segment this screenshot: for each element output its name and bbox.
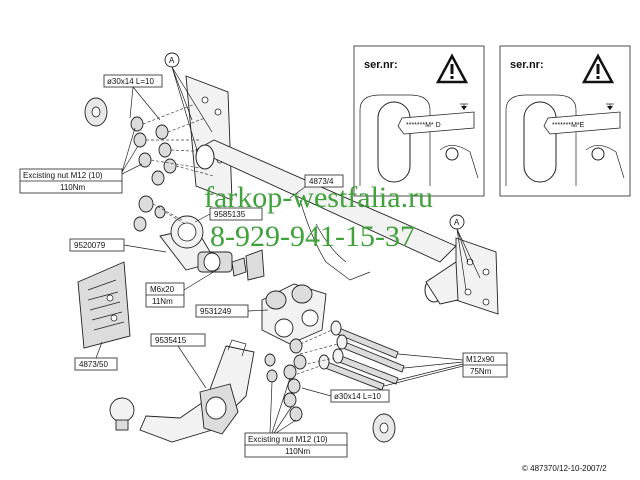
serial-title-e: ser.nr: <box>510 59 544 71</box>
serial-plate-e: *******M*E <box>543 111 621 135</box>
copyright-text: © 487370/12-10-2007/2 <box>522 464 607 473</box>
serial-plate-d: *******M* D <box>397 111 475 135</box>
nut-top-label-line1: Excisting nut M12 (10) <box>23 171 103 180</box>
part-4873-4-leader <box>289 186 306 199</box>
part-9531249-label: 9531249 <box>200 307 232 316</box>
part-9535415-leader <box>177 345 207 389</box>
part-9585135-leader <box>194 213 211 223</box>
washer-top-label: ø30x14 L=10 <box>107 77 154 86</box>
bolt-m6-label-line2: 11Nm <box>152 297 173 306</box>
part-4873-4-label-box <box>304 174 344 188</box>
callout-a-right-letter: A <box>454 218 460 227</box>
nut-top-label-line2: 110Nm <box>60 183 86 192</box>
nut-bottom-label-line2: 110Nm <box>285 447 311 456</box>
tow-ball-arm <box>109 339 255 443</box>
nut-bottom-leader <box>269 377 297 434</box>
m12-bolts <box>291 320 405 391</box>
warning-icon <box>435 53 469 84</box>
serial-panel-e: ser.nr: *******M*E <box>499 45 631 197</box>
bottom-nut-stack <box>264 338 307 422</box>
watermark-site: farkop-westfalia.ru <box>204 181 433 214</box>
part-9520079-label: 9520079 <box>74 241 106 250</box>
part-4873-4-label: 4873/4 <box>309 177 334 186</box>
washer-bottom <box>372 413 396 443</box>
bolt-m6-leader <box>183 267 221 291</box>
serial-plate-text-e: *******M*E <box>552 122 585 129</box>
part-9585135-label: 9585135 <box>214 210 246 219</box>
part-4873-50-label: 4873/50 <box>79 360 108 369</box>
callout-a-top-letter: A <box>169 56 175 65</box>
bolt-m12-leader <box>383 353 464 387</box>
serial-panel-d: ser.nr: *******M* D <box>353 45 485 197</box>
warning-icon <box>581 53 615 84</box>
coupling-housing <box>261 283 327 345</box>
washer-bottom-label: ø30x14 L=10 <box>334 392 381 401</box>
bolt-m12-label-line2: 75Nm <box>470 367 492 376</box>
bolt-m6-label-line1: M6x20 <box>150 285 175 294</box>
serial-plate-text-d: *******M* D <box>406 122 441 129</box>
washer-top-leader <box>129 86 161 121</box>
watermark-phone: 8-929-941-15-37 <box>210 220 415 253</box>
bolt-m12-label-line1: M12x90 <box>466 355 495 364</box>
part-4873-50-leader <box>95 341 103 359</box>
callout-a-top: A <box>164 52 213 161</box>
washer-top <box>84 97 108 127</box>
washer-bottom-leader <box>301 387 332 397</box>
part-9531249-leader <box>247 309 269 312</box>
callout-a-right: A <box>449 214 481 291</box>
part-9535415-label: 9535415 <box>155 336 187 345</box>
left-side-bracket <box>185 75 233 201</box>
m6-nuts <box>133 195 265 281</box>
top-nut-stack <box>130 103 215 186</box>
nut-bottom-label-line1: Excisting nut M12 (10) <box>248 435 328 444</box>
nut-top-leader <box>121 127 143 175</box>
instruction-sheet <box>77 261 131 349</box>
socket-bracket <box>159 215 233 273</box>
part-9520079-leader <box>123 244 167 253</box>
serial-title-d: ser.nr: <box>364 59 398 71</box>
